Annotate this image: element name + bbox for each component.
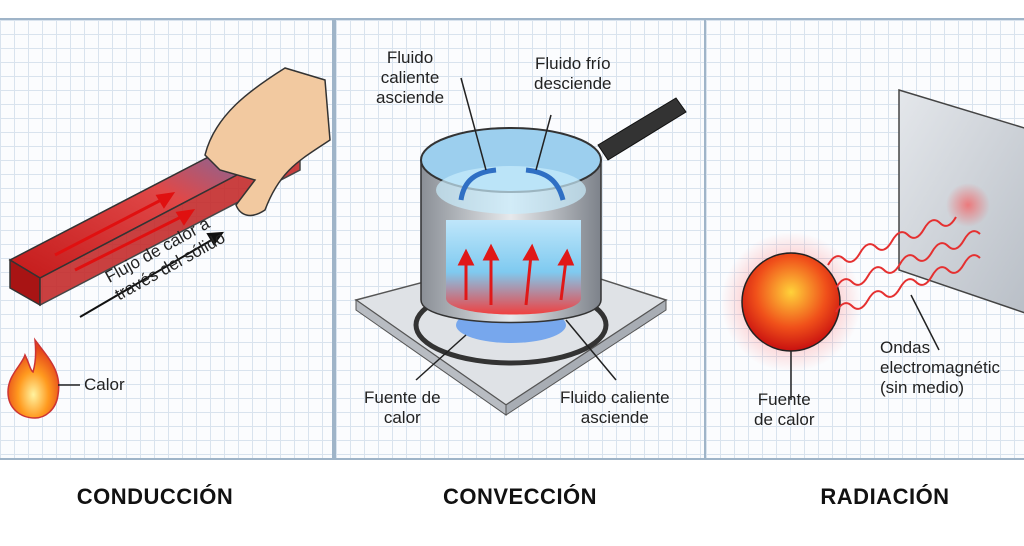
label-line: Fuente: [757, 390, 811, 409]
label-line: asciende: [376, 88, 445, 107]
cold-arrows: [458, 167, 566, 201]
flow-arrow: [79, 231, 225, 318]
label-line: Fluido caliente: [560, 388, 670, 407]
radiation-title: RADIACIÓN: [820, 484, 950, 509]
leader-lines: [790, 294, 940, 400]
pot: [420, 97, 687, 324]
label-line: desciende: [534, 74, 612, 93]
label-line: asciende: [580, 408, 649, 427]
conduction-title: CONDUCCIÓN: [76, 484, 234, 509]
radiation-illustration: [721, 88, 1024, 400]
label-line: (sin medio): [880, 378, 965, 397]
conduction-panel: Flujo de calor a través del sólido Calor: [0, 18, 334, 460]
label-line: Ondas: [880, 338, 931, 357]
label-line: de calor: [754, 410, 815, 429]
convection-illustration: [354, 77, 687, 416]
electromagnetic-waves-label: Ondas electromagnétic (sin medio): [880, 338, 1000, 398]
convection-title: CONVECCIÓN: [442, 484, 598, 509]
hand-icon: [204, 67, 331, 217]
target-wall: [898, 88, 1024, 314]
label-line: Fuente de: [364, 388, 441, 407]
heat-label: Calor: [84, 375, 125, 394]
label-line: calor: [383, 408, 421, 427]
heat-source-sphere: [741, 252, 841, 352]
electromagnetic-waves: [827, 216, 981, 313]
hot-arrows: [457, 243, 575, 306]
label-line: electromagnétic: [880, 358, 1001, 377]
label-line: Fluido frío: [534, 54, 611, 73]
heat-source-label: Fuente de calor: [754, 390, 814, 430]
convection-panel: Fluido caliente asciende Fluido frío des…: [334, 18, 706, 460]
heat-source-label: Fuente de calor: [364, 388, 441, 428]
flame-icon: [7, 337, 80, 419]
conduction-illustration: [7, 67, 331, 419]
cold-fluid-descends-label: Fluido frío desciende: [534, 54, 612, 94]
hot-fluid-rises-label-top: Fluido caliente asciende: [376, 48, 444, 108]
leader-lines: [415, 77, 617, 381]
label-line: Fluido: [386, 48, 434, 67]
hot-fluid-rises-label-bottom: Fluido caliente asciende: [560, 388, 670, 428]
heat-arrows: [54, 192, 196, 272]
radiation-panel: Fuente de calor Ondas electromagnétic (s…: [704, 18, 1024, 460]
label-line: caliente: [380, 68, 440, 87]
